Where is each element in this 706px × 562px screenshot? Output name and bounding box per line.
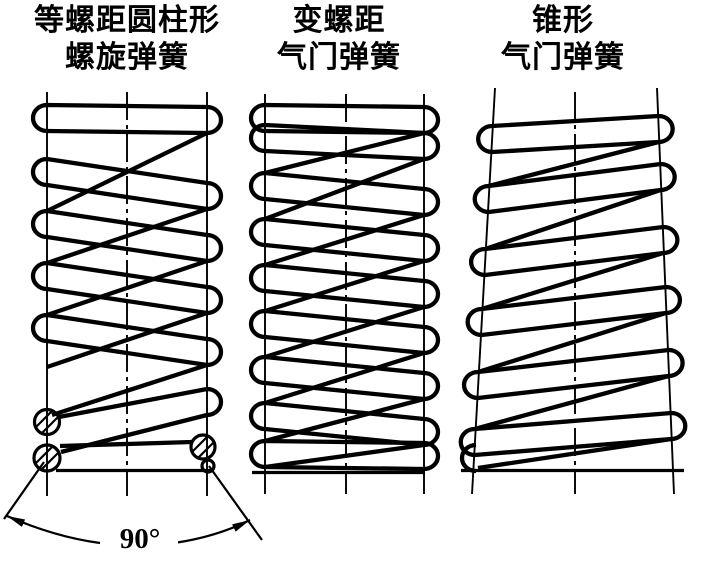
label-line2: 气门弹簧 (501, 41, 625, 74)
label-cylindrical-helical-spring: 等螺距圆柱形 螺旋弹簧 (17, 2, 237, 76)
label-variable-pitch-valve-spring: 变螺距 气门弹簧 (239, 2, 439, 76)
label-line2: 气门弹簧 (277, 41, 401, 74)
label-conical-valve-spring: 锥形 气门弹簧 (463, 2, 663, 76)
label-line1: 等螺距圆柱形 (34, 4, 220, 37)
label-line1: 变螺距 (292, 4, 386, 37)
label-line1: 锥形 (532, 4, 594, 37)
angle-dimension-label: 90° (102, 523, 178, 555)
label-line2: 螺旋弹簧 (65, 41, 189, 74)
